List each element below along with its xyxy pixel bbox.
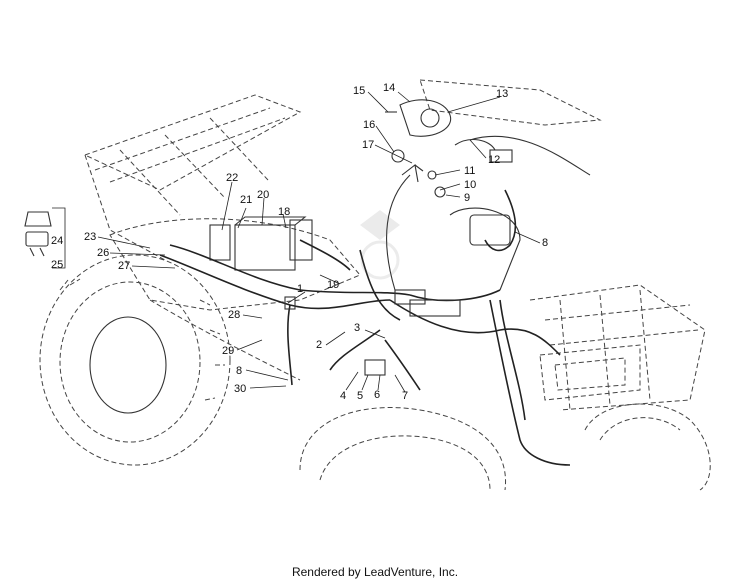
callout-7: 7 bbox=[402, 390, 408, 402]
callout-12: 12 bbox=[488, 154, 500, 166]
handlebar bbox=[419, 79, 602, 291]
callout-26: 26 bbox=[97, 247, 109, 259]
callout-19: 19 bbox=[327, 279, 339, 291]
callout-14: 14 bbox=[383, 82, 395, 94]
front-wheel bbox=[299, 407, 507, 491]
callout-10: 10 bbox=[464, 179, 476, 191]
callout-1: 1 bbox=[297, 283, 303, 295]
wiring-harness bbox=[159, 239, 571, 466]
callout-17: 17 bbox=[362, 139, 374, 151]
rear-rack bbox=[83, 94, 302, 261]
callout-2: 2 bbox=[316, 339, 322, 351]
battery-box bbox=[209, 216, 313, 271]
callout-4: 4 bbox=[340, 390, 346, 402]
right-wheel bbox=[584, 403, 711, 491]
callout-23: 23 bbox=[84, 231, 96, 243]
callout-11: 11 bbox=[464, 165, 475, 177]
cable-8 bbox=[484, 189, 517, 252]
callout-3: 3 bbox=[354, 322, 360, 334]
callout-labels: 15 14 13 16 12 17 11 10 9 22 21 20 18 23… bbox=[51, 82, 548, 402]
callout-5: 5 bbox=[357, 390, 363, 402]
switch-assembly bbox=[24, 207, 66, 269]
callout-16: 16 bbox=[363, 119, 375, 131]
callout-25: 25 bbox=[51, 259, 63, 271]
callout-8b: 8 bbox=[236, 365, 242, 377]
callout-20: 20 bbox=[257, 189, 269, 201]
callout-15: 15 bbox=[353, 85, 365, 97]
front-rack bbox=[529, 284, 706, 411]
callout-9: 9 bbox=[464, 192, 470, 204]
callout-29: 29 bbox=[222, 345, 234, 357]
callout-28: 28 bbox=[228, 309, 240, 321]
callout-8a: 8 bbox=[542, 237, 548, 249]
callout-21: 21 bbox=[240, 194, 252, 206]
callout-18: 18 bbox=[278, 206, 290, 218]
callout-30: 30 bbox=[234, 383, 246, 395]
callout-22: 22 bbox=[226, 172, 238, 184]
callout-13: 13 bbox=[496, 88, 508, 100]
callout-6: 6 bbox=[374, 389, 380, 401]
leader-lines bbox=[97, 91, 541, 393]
callout-24: 24 bbox=[51, 235, 63, 247]
handlebar-light bbox=[385, 99, 452, 137]
callout-27: 27 bbox=[118, 260, 130, 272]
rear-wheel bbox=[39, 254, 231, 466]
leadventure-watermark-icon bbox=[360, 210, 400, 280]
footer-credit: Rendered by LeadVenture, Inc. bbox=[291, 565, 459, 579]
headlight bbox=[539, 344, 641, 401]
